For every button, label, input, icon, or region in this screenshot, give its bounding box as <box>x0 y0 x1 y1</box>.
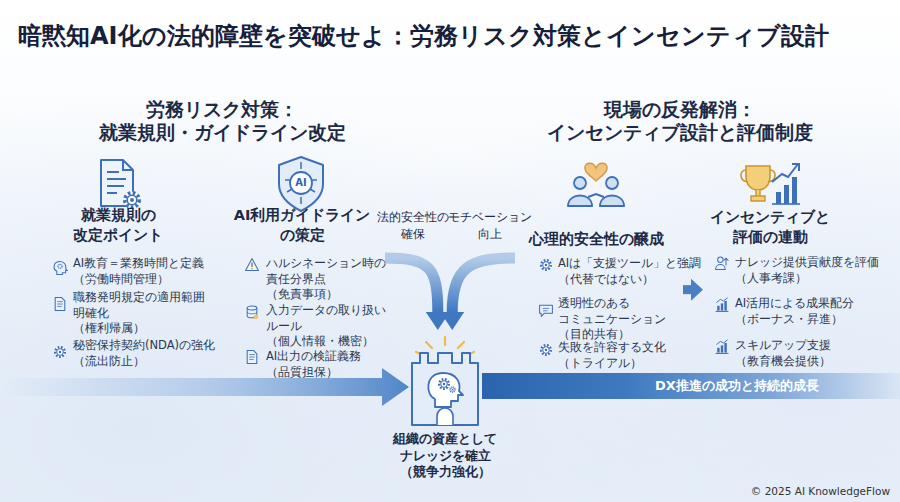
castle-brain-icon <box>412 337 478 425</box>
list-item: AI教育＝業務時間と定義 （労働時間管理） <box>73 256 223 287</box>
outcome-band: DX推進の成功と持続的成長 <box>482 373 900 399</box>
list-item: 透明性のある コミュニケーション （目的共有） <box>558 296 703 343</box>
arrow-shaft <box>452 258 515 312</box>
column-heading: 心理的安全性の醸成 <box>516 229 676 249</box>
arrow-shaft <box>385 258 438 312</box>
column-group: 就業規則の 改定ポイント AI教育＝業務時間と定義 （労働時間管理）職務発明規定の… <box>42 158 232 385</box>
list-item: AI出力の検証義務 （品質担保） <box>266 349 396 380</box>
arrow-head <box>426 312 450 330</box>
column-heading: インセンティブと 評価の連動 <box>700 207 840 247</box>
diagram-title: 暗黙知AI化の法的障壁を突破せよ：労務リスク対策とインセンティブ設計 <box>18 21 829 51</box>
list-item: AIは「支援ツール」と強調 （代替ではない） <box>558 256 703 287</box>
trophy-chart-icon <box>741 164 800 204</box>
section-group: 労務リスク対策： 就業規則・ガイドライン改定就業規則の 改定ポイント AI教育＝業… <box>30 95 390 392</box>
flow-arrow <box>683 279 703 301</box>
section-heading: 現場の反発解消： インセンティブ設計と評価制度 <box>530 98 830 144</box>
list-item: ナレッジ提供貢献度を評価 （人事考課） <box>735 255 885 286</box>
section-heading: 労務リスク対策： 就業規則・ガイドライン改定 <box>72 98 372 144</box>
arrow-head <box>691 279 703 301</box>
list-item: 失敗を許容する文化 （トライアル） <box>558 340 703 371</box>
column-group: 心理的安全性の醸成AIは「支援ツール」と強調 （代替ではない）透明性のある コミ… <box>515 158 683 385</box>
list-item: 入力データの取り扱い ルール （個人情報・機密） <box>266 303 396 350</box>
column-group: インセンティブと 評価の連動ナレッジ提供貢献度を評価 （人事考課） AI活用による… <box>703 158 890 385</box>
flow-arrow <box>385 258 450 330</box>
edge-label: モチベーション 向上 <box>440 209 540 243</box>
left-flow-arrow <box>0 368 409 406</box>
shield-icon <box>279 157 323 211</box>
rules-document-icon <box>101 160 140 208</box>
list-item: AI活用による成果配分 （ボーナス・昇進） <box>735 296 885 327</box>
edge-label: 法的安全性の 確保 <box>367 209 459 243</box>
icon-text: AI <box>289 177 313 189</box>
people-heart-icon <box>568 163 624 206</box>
arrow-shaft <box>683 285 691 294</box>
list-item: ハルシネーション時の 責任分界点 （免責事項） <box>266 256 396 303</box>
column-heading: AI利用ガイドライン の策定 <box>227 205 377 245</box>
list-item: 職務発明規定の適用範囲 明確化 （権利帰属） <box>73 290 223 337</box>
band-text: DX推進の成功と持続的成長 <box>655 377 855 395</box>
flow-arrow <box>440 258 515 330</box>
section-group: 現場の反発解消： インセンティブ設計と評価制度心理的安全性の醸成AIは「支援ツー… <box>510 95 890 392</box>
arrow-head <box>440 312 464 330</box>
column-heading: 就業規則の 改定ポイント <box>48 205 188 245</box>
list-item: 秘密保持契約(NDA)の強化 （流出防止） <box>73 338 223 369</box>
list-item: スキルアップ支援 （教育機会提供） <box>735 338 885 369</box>
outcome-node: 組織の資産として ナレッジを確立 （競争力強化） <box>385 330 505 485</box>
copyright-note: © 2025 AI KnowledgeFlow <box>690 485 890 498</box>
column-group: AI利用ガイドライン の策定ハルシネーション時の 責任分界点 （免責事項）入力デ… <box>240 158 385 385</box>
outcome-text: 組織の資産として ナレッジを確立 （競争力強化） <box>380 431 510 481</box>
